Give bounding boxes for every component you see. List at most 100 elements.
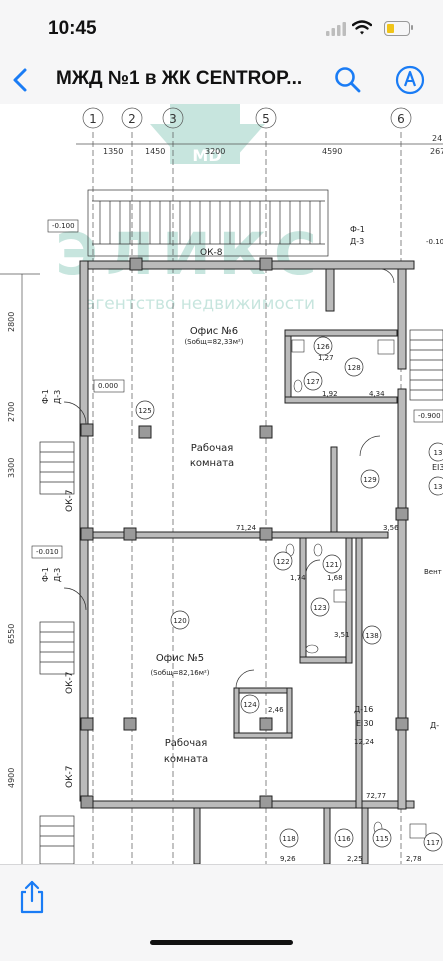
room-area: 9,26	[280, 855, 296, 863]
room-number: 13	[434, 483, 443, 491]
room-number: 120	[173, 617, 186, 625]
room-area: 2,78	[406, 855, 422, 863]
room-label: Рабочая	[165, 738, 208, 749]
room-number: 127	[306, 378, 319, 386]
floor-plan: MD ЭЛИКС агентство недвижимости 1 2 3 5 …	[0, 104, 443, 864]
watermark-logo: MD	[192, 146, 221, 165]
navigation-bar: МЖД №1 в ЖК CENTROP...	[0, 56, 443, 105]
room-number: 138	[365, 632, 378, 640]
office-name: Офис №5	[156, 653, 204, 664]
room-area: 4,34	[369, 390, 385, 398]
room-area: 1,27	[318, 354, 334, 362]
watermark-brand: ЭЛИКС	[55, 220, 324, 288]
room-area: 2,25	[347, 855, 363, 863]
room-number: 122	[276, 558, 289, 566]
office-area: (Sобщ=82,33м²)	[184, 338, 243, 346]
room-number: 115	[375, 835, 388, 843]
door-label: EI30	[356, 719, 374, 728]
vent-label: Вент	[424, 568, 442, 576]
room-number: 116	[337, 835, 351, 843]
room-area: 1,92	[322, 390, 338, 398]
door-label: EI3	[432, 463, 443, 472]
stair-top	[87, 189, 329, 257]
level-mark: -0.900	[418, 412, 441, 420]
level-mark: -0.10	[426, 238, 443, 246]
status-bar: 10:45	[0, 0, 443, 56]
axis-label: 3	[169, 112, 177, 126]
door-label: Д-3	[53, 568, 62, 582]
battery-icon	[384, 21, 410, 36]
fixtures	[285, 339, 427, 839]
dimension: 1450	[145, 147, 165, 156]
room-number: 125	[138, 407, 151, 415]
room-number: 118	[282, 835, 295, 843]
window-label: ОК-7	[65, 490, 75, 512]
level-mark: -0.010	[36, 548, 59, 556]
wifi-icon	[352, 20, 372, 35]
room-number: 123	[313, 604, 326, 612]
document-title: МЖД №1 в ЖК CENTROP...	[56, 68, 303, 89]
axis-label: 5	[262, 112, 270, 126]
room-label: Рабочая	[191, 443, 234, 454]
dimension: 4590	[322, 147, 342, 156]
office-area: (Sобщ=82,16м²)	[150, 669, 209, 677]
dimension: 6550	[7, 624, 16, 644]
room-label: комната	[190, 458, 234, 469]
room-number: 129	[363, 476, 376, 484]
stair-right	[409, 329, 443, 401]
room-number: 117	[426, 839, 439, 847]
dimension: 267	[430, 147, 443, 156]
left-doors	[39, 268, 395, 864]
dimension: 2800	[7, 312, 16, 332]
room-number: 126	[316, 343, 330, 351]
watermark: MD ЭЛИКС агентство недвижимости	[55, 104, 324, 314]
dimension: 2700	[7, 402, 16, 422]
window-label: ОК-7	[65, 672, 75, 694]
level-mark: -0.100	[52, 222, 75, 230]
dimension: 3300	[7, 458, 16, 478]
door-label: Ф-1	[41, 389, 50, 404]
door-label: Д-3	[350, 237, 364, 246]
door-label: Д-16	[354, 705, 373, 714]
markup-pen-icon[interactable]	[394, 64, 426, 96]
watermark-subtitle: агентство недвижимости	[85, 294, 315, 314]
axis-label: 2	[128, 112, 136, 126]
status-time: 10:45	[48, 18, 97, 39]
door-label: Ф-1	[41, 567, 50, 582]
bottom-toolbar	[0, 864, 443, 961]
dimension: 1350	[103, 147, 123, 156]
window-label: ОК-7	[65, 766, 75, 788]
room-area: 3,56	[383, 524, 399, 532]
room-area: 2,46	[268, 706, 284, 714]
room-area: 1,68	[327, 574, 343, 582]
door-label: Ф-1	[350, 225, 365, 234]
room-area: 3,51	[334, 631, 350, 639]
room-area: 12,24	[354, 738, 375, 746]
search-icon[interactable]	[332, 64, 364, 96]
dimension: 4900	[7, 768, 16, 788]
dimension: 24	[432, 134, 442, 143]
home-indicator[interactable]	[150, 940, 293, 945]
room-area: 1,74	[290, 574, 306, 582]
room-number: 128	[347, 364, 360, 372]
level-mark: 0.000	[98, 382, 118, 390]
share-icon[interactable]	[16, 879, 48, 915]
cellular-signal-icon	[326, 22, 346, 36]
document-view[interactable]: MD ЭЛИКС агентство недвижимости 1 2 3 5 …	[0, 104, 443, 864]
dimension: 3200	[205, 147, 225, 156]
axis-label: 1	[89, 112, 97, 126]
room-number: 121	[325, 561, 338, 569]
window-label: ОК-8	[200, 248, 223, 258]
room-label: комната	[164, 754, 208, 765]
battery-cap	[411, 25, 413, 30]
axis-label: 6	[397, 112, 405, 126]
room-number: 13	[434, 449, 443, 457]
room-number: 124	[243, 701, 257, 709]
door-label: Д-3	[53, 390, 62, 404]
chevron-left-icon[interactable]	[6, 62, 36, 98]
room-area: 71,24	[236, 524, 257, 532]
columns	[80, 257, 409, 809]
room-area: 72,77	[366, 792, 386, 800]
office-name: Офис №6	[190, 326, 238, 337]
door-label: Д-	[430, 721, 439, 730]
